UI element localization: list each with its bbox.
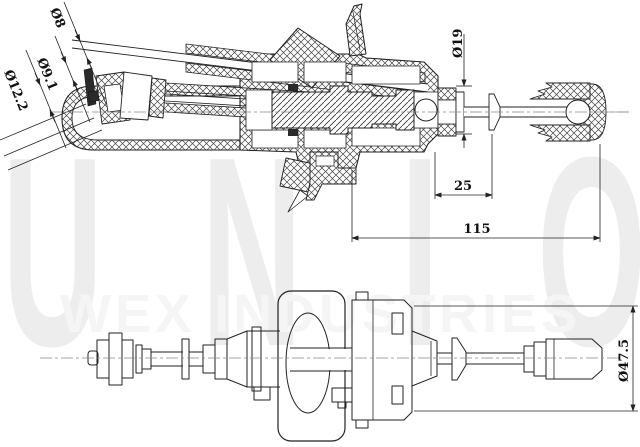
dim-label-115: 115 (463, 222, 490, 237)
dim-label-dia9-1: Ø9.1 (33, 56, 60, 93)
dim-label-dia8: Ø8 (46, 6, 68, 31)
watermark-subtitle-text: WEX INDUSTRIES (60, 284, 582, 344)
dim-label-dia47-5: Ø47.5 (617, 339, 632, 382)
dimension-dia8: Ø8 (46, 1, 107, 105)
rod-end-cap (545, 338, 603, 380)
bottom-bracket (305, 151, 357, 201)
rear-body-block (351, 291, 438, 429)
elbow-connector (0, 67, 167, 171)
dim-label-dia19: Ø19 (451, 29, 466, 58)
top-view-drawing: Ø8 Ø9.1 Ø12.2 Ø19 (0, 1, 630, 242)
dimension-dia47-5: Ø47.5 (414, 305, 638, 412)
rear-push-rod (437, 337, 603, 381)
front-shaft (151, 338, 228, 380)
dim-label-25: 25 (454, 179, 472, 194)
bottom-flap (279, 157, 315, 213)
piston-ball (414, 98, 438, 122)
front-port-fitting (87, 332, 152, 386)
bottom-view-drawing: Ø47.5 (40, 290, 638, 442)
piston (271, 85, 438, 135)
mounting-tab (345, 3, 367, 57)
dimension-dia12-2: Ø12.2 (0, 49, 67, 149)
piston-seals (288, 84, 298, 136)
ball-socket-fork (529, 82, 628, 142)
mounting-flange-plate (277, 290, 352, 442)
dimension-25: 25 (434, 134, 493, 199)
dim-label-dia12-2: Ø12.2 (0, 68, 30, 113)
dimension-dia19: Ø19 (451, 29, 472, 148)
dimension-115: 115 (351, 144, 601, 242)
